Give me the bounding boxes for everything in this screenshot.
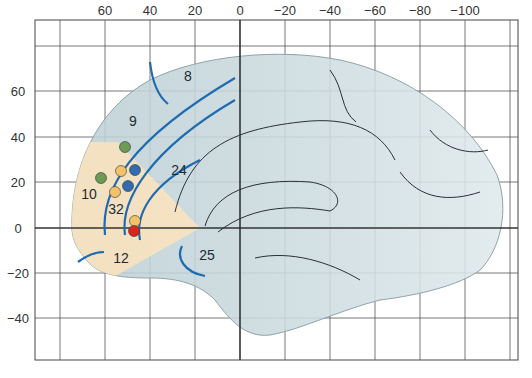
grid-lines bbox=[35, 20, 518, 360]
area-number: 10 bbox=[81, 187, 97, 201]
axis-tick: 60 bbox=[98, 4, 112, 17]
axis-tick: −80 bbox=[409, 4, 431, 17]
axis-tick: 40 bbox=[11, 131, 25, 144]
axis-tick: −100 bbox=[450, 4, 479, 17]
area-boundaries bbox=[78, 62, 235, 276]
area-number: 8 bbox=[184, 69, 192, 83]
axis-tick: 0 bbox=[14, 222, 21, 235]
area-number: 9 bbox=[129, 114, 137, 128]
data-points bbox=[96, 142, 141, 237]
area-number: 25 bbox=[199, 248, 215, 262]
area-number: 12 bbox=[113, 251, 129, 265]
sulci bbox=[175, 70, 488, 280]
axis-tick: −40 bbox=[7, 312, 29, 325]
area-number: 24 bbox=[171, 163, 187, 177]
axis-tick: 60 bbox=[11, 85, 25, 98]
axis-tick: −20 bbox=[274, 4, 296, 17]
axis-tick: 20 bbox=[188, 4, 202, 17]
zero-axes bbox=[35, 20, 518, 360]
axis-tick: −40 bbox=[319, 4, 341, 17]
axis-tick: −20 bbox=[7, 267, 29, 280]
area-number: 32 bbox=[108, 202, 124, 216]
axis-tick: 20 bbox=[11, 176, 25, 189]
shaded-region bbox=[60, 142, 200, 295]
axis-tick: −60 bbox=[364, 4, 386, 17]
axis-tick: 0 bbox=[236, 4, 243, 17]
grid-frame bbox=[35, 20, 518, 360]
axis-tick: 40 bbox=[143, 4, 157, 17]
